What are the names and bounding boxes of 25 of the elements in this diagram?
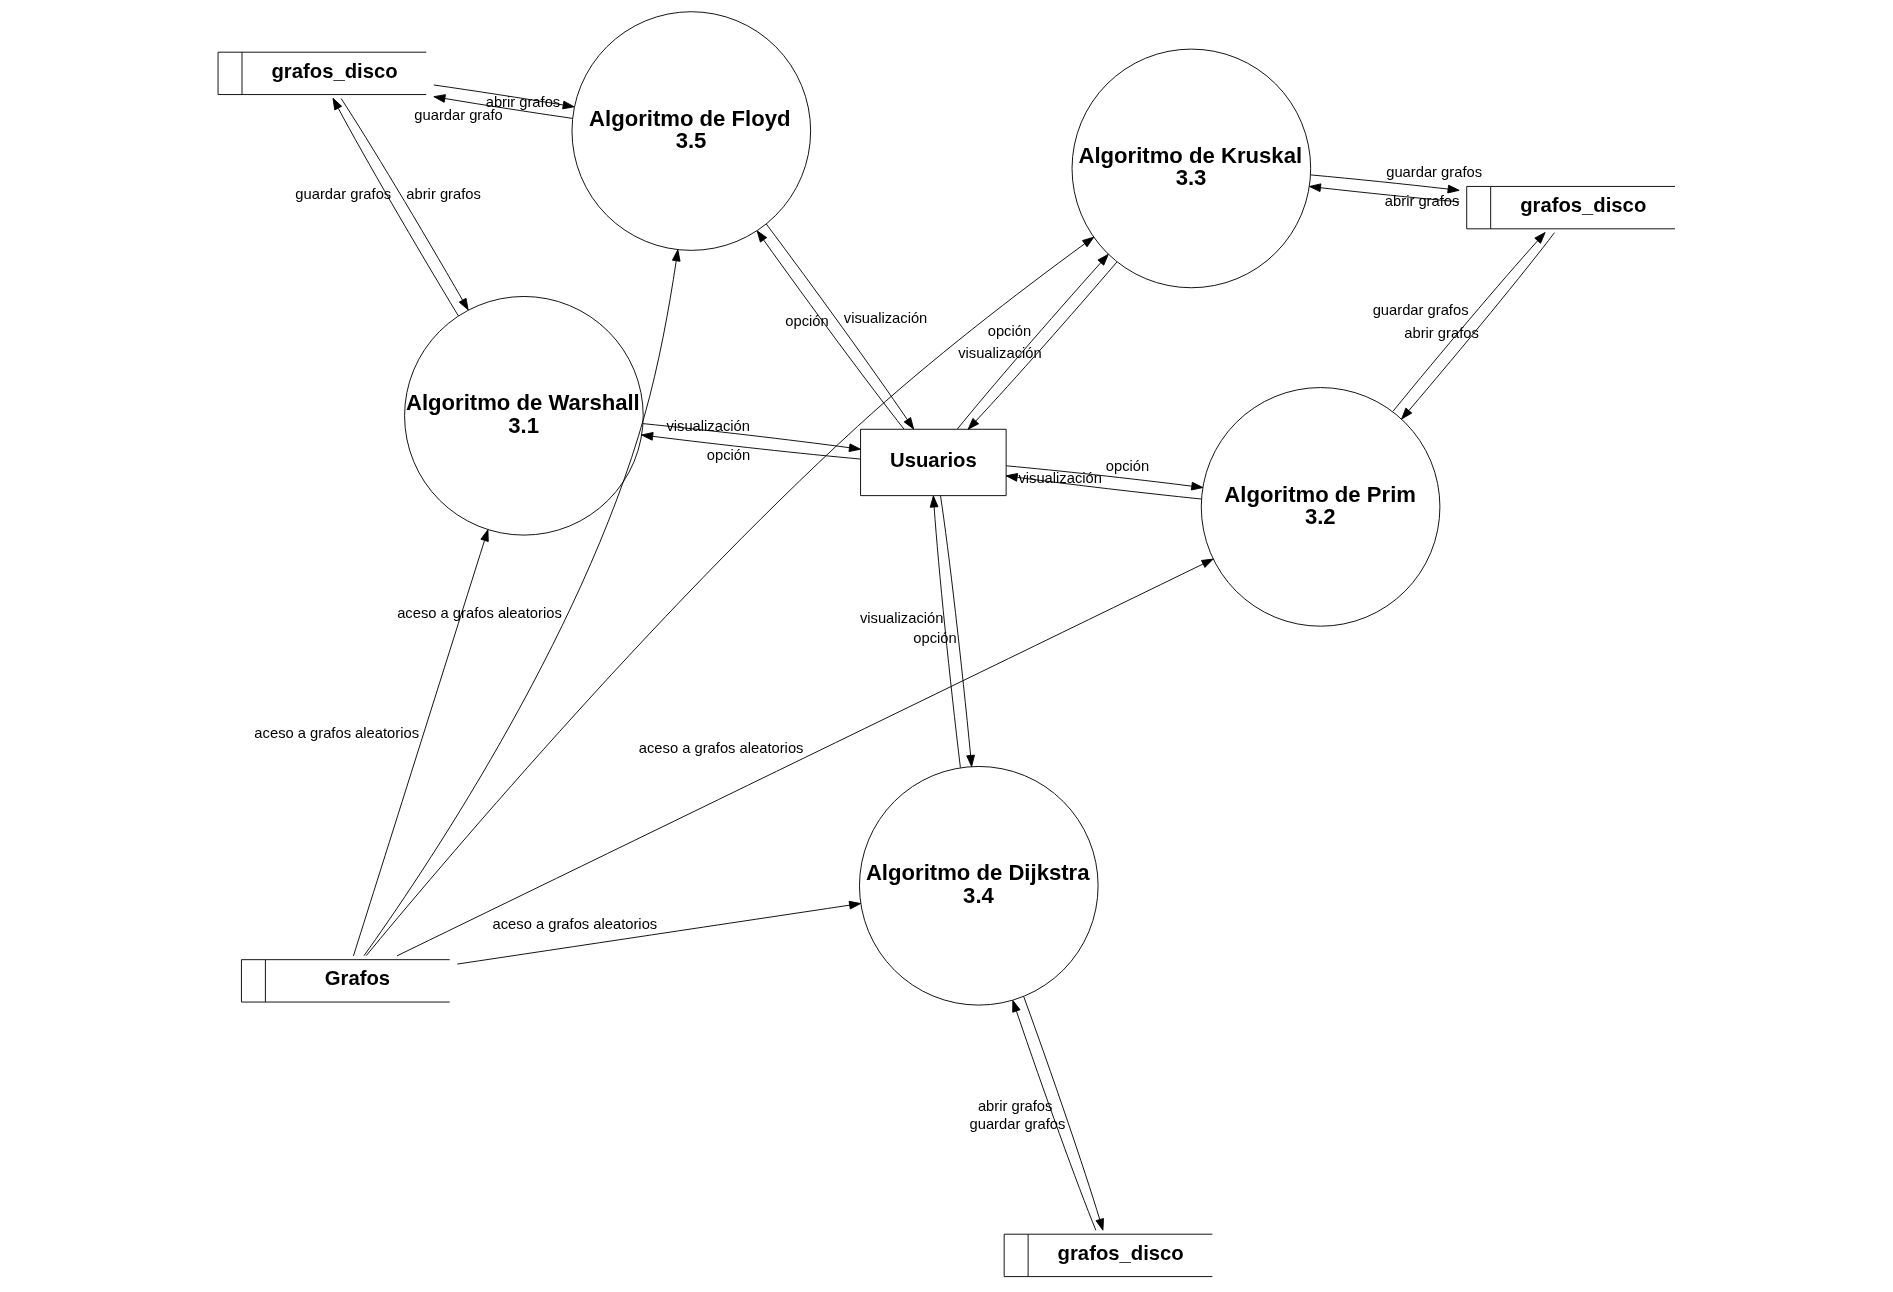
edge-label: opción [785, 313, 829, 330]
edge-label: visualización [958, 345, 1042, 362]
edge-label: guardar grafos [1372, 301, 1469, 318]
node-text: grafos_disco [271, 59, 398, 82]
edge-label: aceso a grafos aleatorios [492, 916, 658, 933]
node-text: Grafos [324, 967, 391, 990]
edge-label: abrir grafos [1404, 325, 1479, 342]
edge-label: guardar grafos [295, 186, 392, 203]
edge-label: aceso a grafos aleatorios [254, 725, 420, 742]
edge-label: guardar grafos [1386, 164, 1483, 181]
edge-label: guardar grafo [414, 106, 503, 123]
edge-label: opción [706, 446, 751, 463]
edge-label: guardar grafos [969, 1116, 1066, 1133]
edge-label: opción [1105, 458, 1150, 475]
node-text: grafos_disco [1057, 1241, 1184, 1264]
edge-label: visualización [666, 417, 750, 434]
node-text: grafos_disco [1520, 193, 1647, 216]
edge-label: abrir grafos [406, 185, 481, 202]
edge-label: visualización [843, 309, 928, 326]
edge-label: opción [913, 629, 957, 646]
edge-label: aceso a grafos aleatorios [638, 739, 804, 756]
edge-label: abrir grafos [977, 1098, 1053, 1115]
edge-label: opción [987, 322, 1032, 339]
edge-label: visualización [859, 610, 944, 627]
edge-label: visualización [1018, 470, 1102, 487]
